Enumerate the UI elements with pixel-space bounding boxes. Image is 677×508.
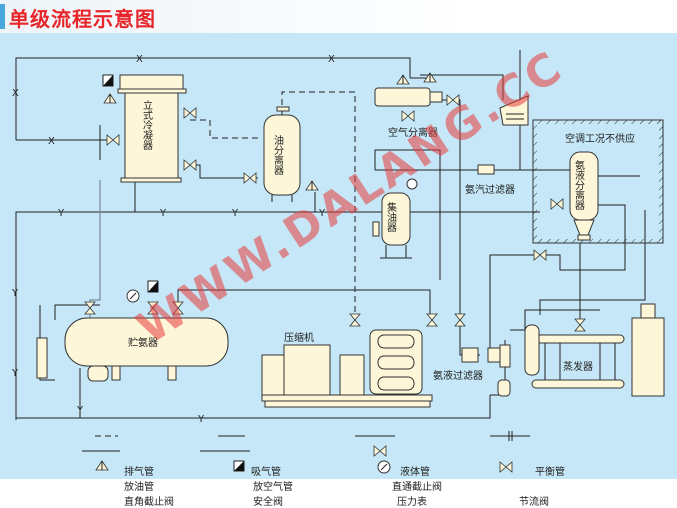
vertical-condenser: 立式冷凝器 [117, 74, 187, 183]
legend-label: 放油管 [124, 482, 154, 493]
flow-diagram: X X X X Y Y Y Y Y Y Y Y [0, 33, 677, 508]
oil-separator: 油分离器 [263, 106, 301, 202]
globe-valve [426, 313, 438, 327]
angle-valve [396, 74, 410, 85]
legend-label: 直通截止阀 [392, 482, 442, 493]
page-title: 单级流程示意图 [9, 7, 156, 31]
legend-label: 节流阀 [519, 497, 549, 508]
air-vent-lines: X X X X [12, 54, 411, 147]
y-marker: Y [11, 288, 19, 299]
ammonia-liquid-separator-label: 氨液分离器 [573, 159, 585, 211]
legend-label: 直角截止阀 [124, 497, 174, 508]
discharge-pipe [190, 119, 258, 139]
y-marker: Y [231, 208, 239, 219]
header-accent-bar [0, 4, 5, 29]
condenser-label: 立式冷凝器 [141, 99, 153, 151]
safety-valve [147, 280, 159, 293]
globe-valve [183, 159, 197, 171]
globe-valve [84, 301, 96, 315]
pressure-gauge [126, 289, 140, 303]
air-separator-label: 空气分离器 [388, 126, 438, 139]
ammonia-liquid-separator: 氨液分离器 [569, 151, 599, 241]
ac-not-supplied-zone: 空调工况不供应 [532, 119, 664, 244]
throttle-valve [401, 110, 415, 122]
y-marker: Y [197, 414, 205, 425]
y-marker: Y [11, 368, 19, 379]
legend-label: 液体管 [400, 467, 430, 478]
ammonia-liquid-filter-label: 氨液过滤器 [433, 369, 483, 382]
legend-label: 吸气管 [251, 467, 281, 478]
x-marker: X [328, 54, 335, 65]
evaporator: 蒸发器 [497, 303, 665, 397]
ammonia-gas-filter: 氨汽过滤器 [465, 164, 515, 196]
y-marker: Y [159, 208, 167, 219]
oil-collector: 集油器 [372, 192, 412, 259]
ammonia-gas-filter-label: 氨汽过滤器 [465, 183, 515, 196]
ammonia-receiver: 贮氨器 [36, 317, 229, 382]
legend-label: 放空气管 [253, 482, 293, 493]
oil-drain-tank [499, 95, 529, 126]
ammonia-liquid-filter: 氨液过滤器 [433, 344, 511, 382]
x-marker: X [136, 54, 143, 65]
legend-label: 平衡管 [535, 467, 565, 478]
oil-collector-label: 集油器 [385, 201, 397, 233]
discharge-pipe [281, 91, 356, 315]
evaporator-label: 蒸发器 [563, 360, 593, 373]
x-marker: X [48, 136, 55, 147]
globe-valve [349, 313, 361, 327]
watermark: WWW.DALANG.CC [128, 40, 573, 354]
globe-valve [550, 198, 564, 210]
angle-valve [103, 93, 117, 104]
diagram-svg: X X X X Y Y Y Y Y Y Y Y [11, 40, 665, 425]
air-separator: 空气分离器 [374, 87, 443, 139]
x-marker: X [12, 88, 19, 99]
y-marker: Y [57, 208, 65, 219]
globe-valve [183, 107, 197, 119]
globe-valve [454, 313, 466, 327]
compressor: 压缩机 [261, 329, 433, 408]
globe-valve [106, 134, 120, 146]
receiver-label: 贮氨器 [128, 336, 158, 349]
legend-label: 安全阀 [253, 497, 283, 508]
safety-valve [102, 74, 114, 87]
legend-label: 排气管 [124, 467, 154, 478]
legend-label: 压力表 [397, 497, 427, 508]
ac-note-label: 空调工况不供应 [565, 132, 635, 145]
oil-separator-label: 油分离器 [272, 134, 284, 176]
header: 单级流程示意图 [0, 0, 677, 33]
pressure-gauge [406, 178, 418, 190]
y-marker: Y [318, 208, 326, 219]
globe-valve [243, 172, 257, 184]
y-marker: Y [76, 405, 84, 416]
globe-valve [574, 318, 586, 332]
oil-drain-lines: Y Y Y Y Y Y Y Y [11, 180, 540, 425]
globe-valve [533, 249, 547, 261]
compressor-label: 压缩机 [284, 331, 314, 344]
